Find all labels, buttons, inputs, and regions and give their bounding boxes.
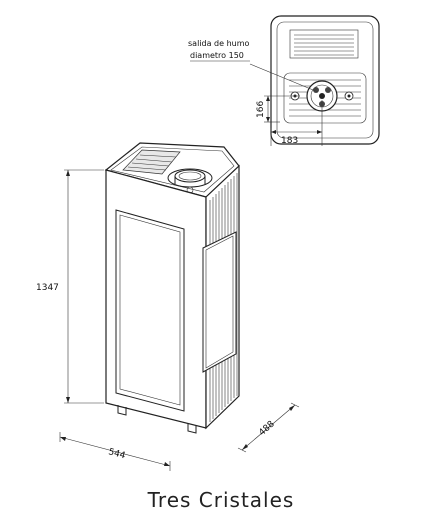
dim-height: 1347 bbox=[36, 283, 59, 293]
top-face-grille bbox=[127, 154, 177, 171]
dim-height-line bbox=[64, 169, 104, 404]
note-smoke-outlet: salida de humo bbox=[188, 39, 250, 48]
dim-width-line bbox=[59, 432, 171, 471]
product-caption: Tres Cristales bbox=[147, 488, 295, 512]
top-view: salida de humo diametro 150 166 183 bbox=[188, 15, 380, 146]
dim-top-height: 166 bbox=[256, 101, 266, 118]
dim-depth: 488 bbox=[257, 419, 277, 438]
dim-top-width: 183 bbox=[281, 136, 298, 146]
stove-body bbox=[104, 142, 240, 434]
dim-width: 544 bbox=[107, 447, 126, 461]
top-grille-slats bbox=[294, 34, 354, 56]
dim-depth-line bbox=[237, 402, 300, 453]
note-diameter: diametro 150 bbox=[190, 51, 244, 60]
